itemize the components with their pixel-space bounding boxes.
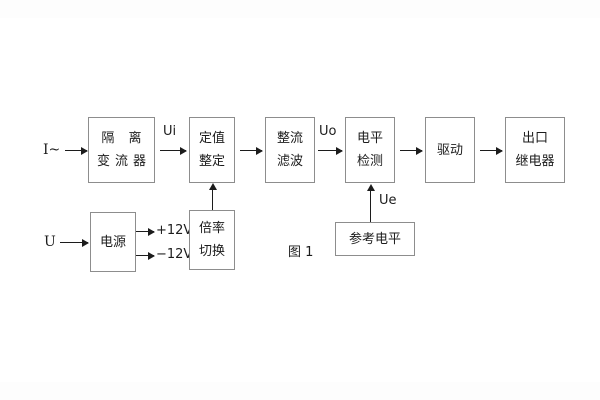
- power-rail-label-positive: +12V: [156, 223, 193, 238]
- arrow-reference-to-level: [366, 184, 375, 222]
- block-output-relay-line1: 出口: [521, 131, 548, 146]
- block-output-relay-line2: 继电器: [515, 154, 555, 169]
- block-drive: 驱动: [425, 117, 475, 183]
- power-rail-label-negative: −12V: [156, 247, 193, 262]
- block-power-supply: 电源: [90, 212, 136, 272]
- block-output-relay: 出口 继电器: [505, 117, 565, 183]
- arrow-isolation-to-setting: [160, 146, 187, 155]
- arrow-drive-to-output-relay: [480, 146, 503, 155]
- arrow-level-to-drive: [400, 146, 423, 155]
- signal-label-uo: Uo: [319, 124, 337, 139]
- input-label-voltage: U: [44, 234, 56, 250]
- arrow-rail-negative: [136, 251, 155, 260]
- block-isolation-transformer-line2: 变流器: [96, 154, 151, 169]
- block-rectify-filter: 整流 滤波: [265, 117, 315, 183]
- block-level-detection-line2: 检测: [356, 154, 383, 169]
- block-rectify-filter-line1: 整流: [276, 131, 303, 146]
- top-margin-band: [0, 0, 600, 18]
- block-reference-level: 参考电平: [335, 222, 415, 256]
- block-multiplier-switch-line1: 倍率: [198, 221, 225, 236]
- block-rectify-filter-line2: 滤波: [276, 154, 303, 169]
- arrow-rail-positive: [136, 227, 155, 236]
- block-level-detection: 电平 检测: [345, 117, 395, 183]
- arrow-setting-to-rectify: [240, 146, 263, 155]
- block-isolation-transformer: 隔 离 变流器: [88, 117, 155, 183]
- arrow-current-to-isolation: [65, 146, 88, 155]
- arrow-multiplier-to-setting: [208, 183, 217, 210]
- block-reference-level-line1: 参考电平: [348, 231, 401, 247]
- block-drive-line1: 驱动: [436, 142, 463, 158]
- block-setting-value-line1: 定值: [198, 131, 225, 146]
- block-power-supply-line1: 电源: [99, 234, 126, 250]
- arrow-voltage-to-power-supply: [60, 238, 89, 247]
- block-setting-value: 定值 整定: [189, 117, 235, 183]
- figure-caption: 图 1: [288, 245, 314, 260]
- block-level-detection-line1: 电平: [356, 131, 383, 146]
- signal-label-ui: Ui: [163, 124, 177, 139]
- signal-label-ue: Ue: [379, 193, 397, 208]
- input-label-current: I~: [43, 142, 61, 158]
- bottom-margin-band: [0, 382, 600, 400]
- block-multiplier-switch: 倍率 切换: [189, 210, 235, 270]
- arrow-rectify-to-level: [318, 146, 343, 155]
- block-setting-value-line2: 整定: [198, 154, 225, 169]
- block-isolation-transformer-line1: 隔 离: [101, 131, 147, 146]
- block-multiplier-switch-line2: 切换: [198, 244, 225, 259]
